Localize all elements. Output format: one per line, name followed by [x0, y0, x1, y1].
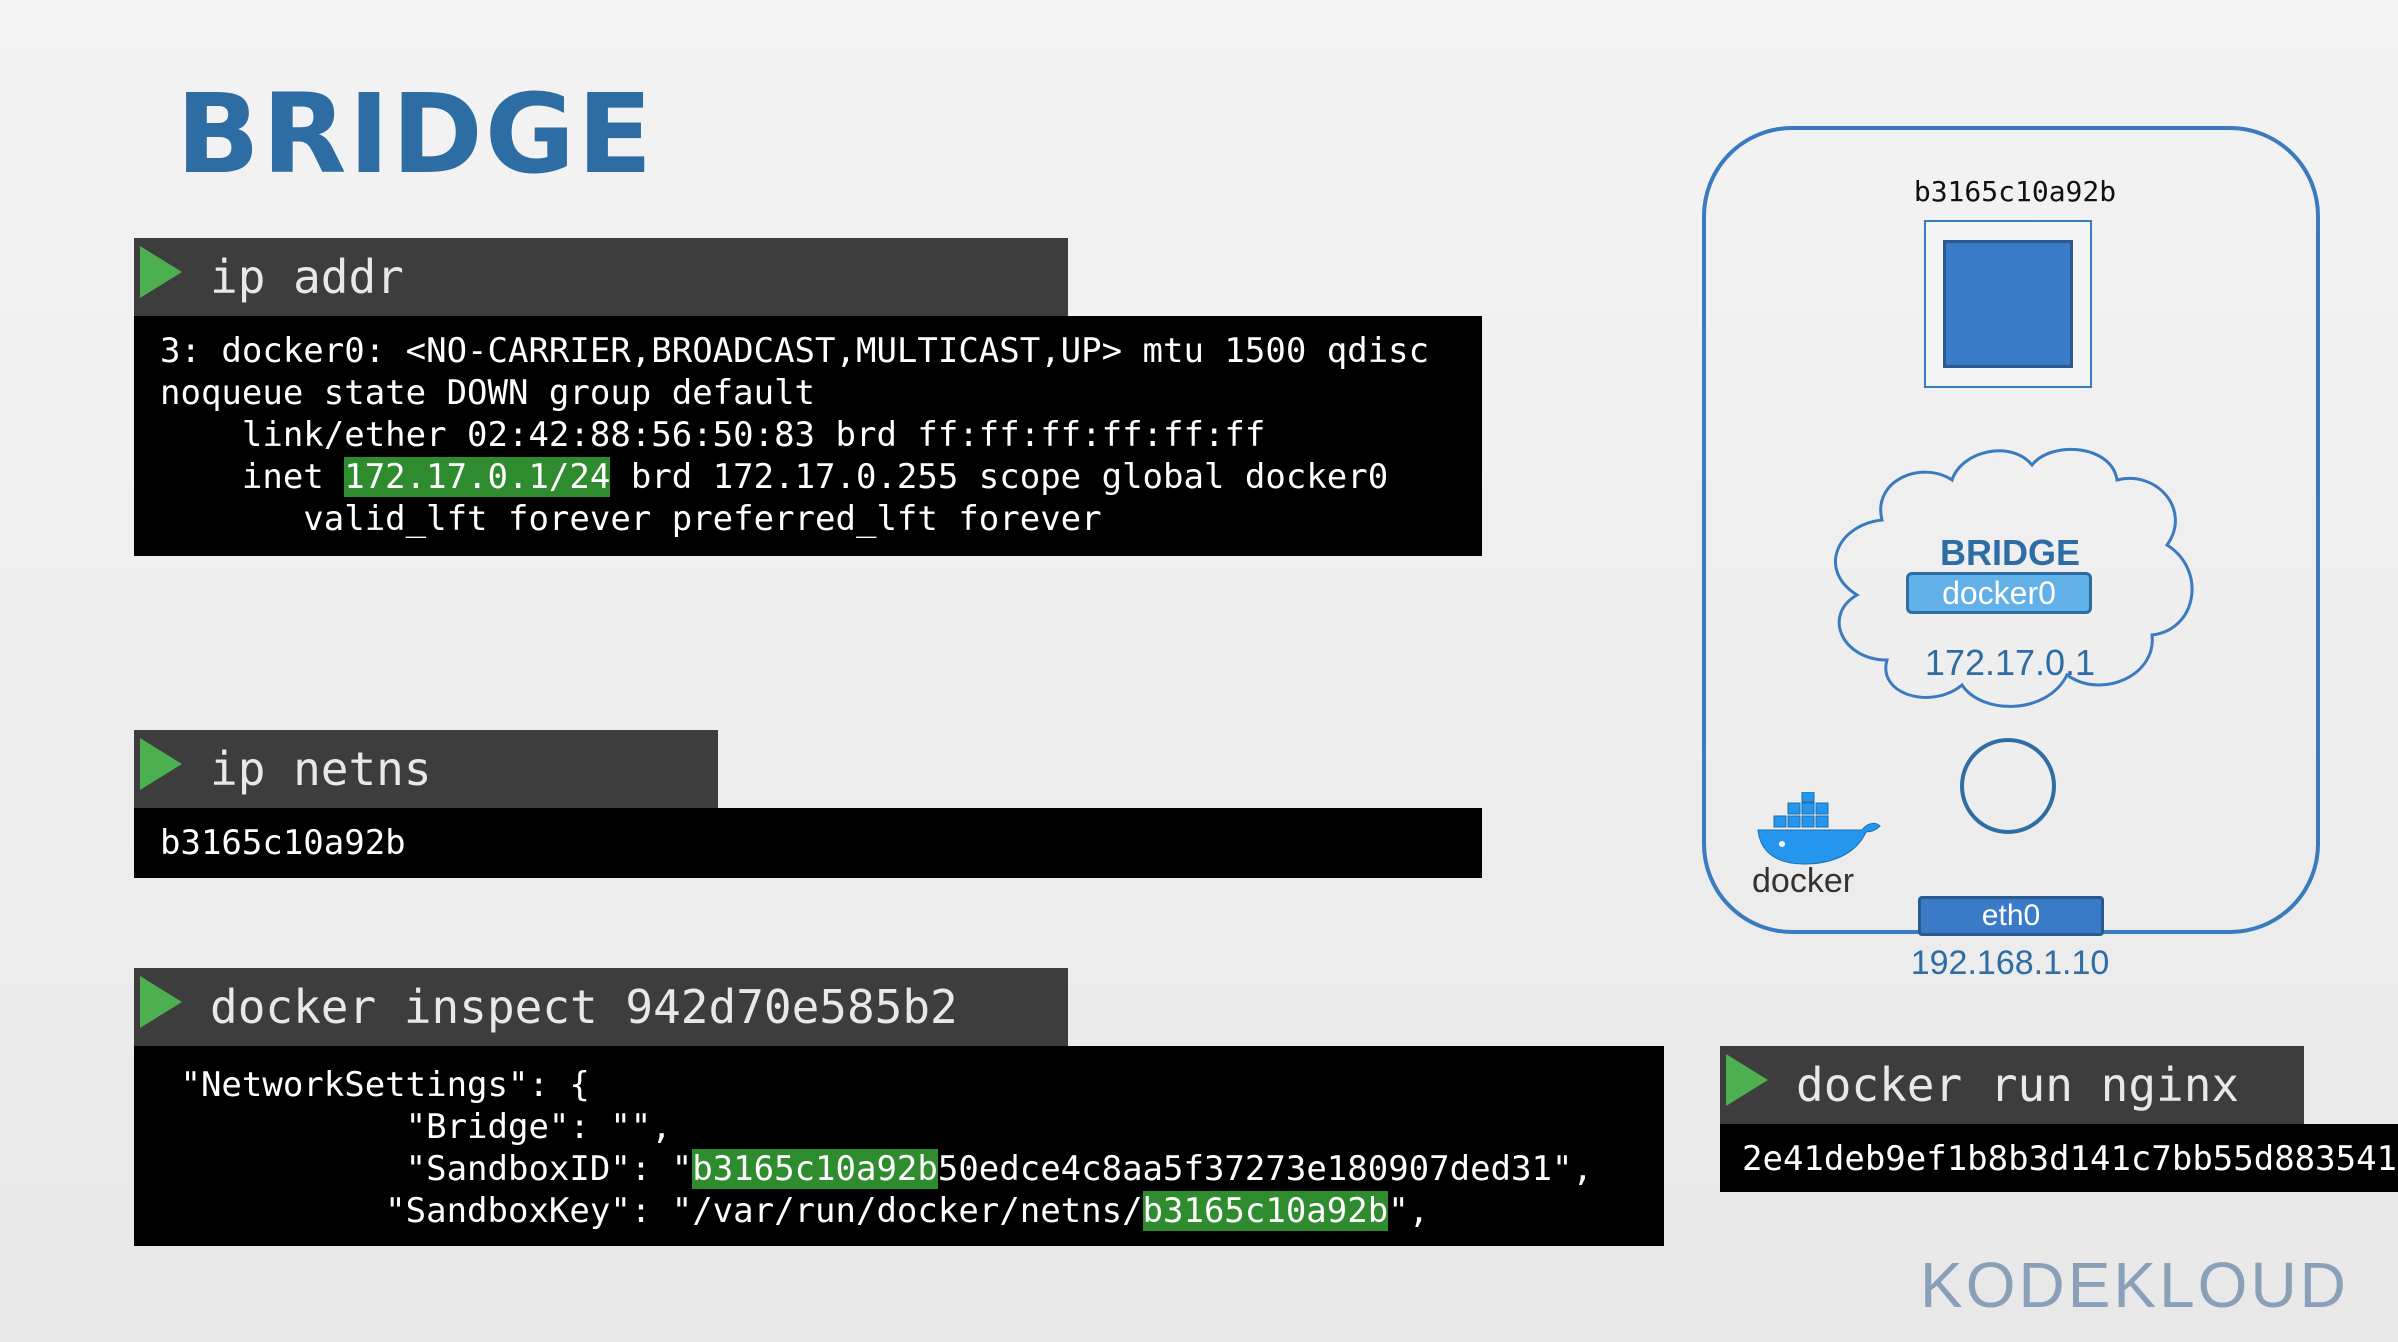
output-line: brd 172.17.0.255 scope global docker0: [610, 457, 1389, 497]
play-icon: [140, 976, 182, 1028]
command-text: ip addr: [210, 250, 404, 304]
command-text: docker inspect 942d70e585b2: [210, 980, 958, 1034]
output-line: link/ether 02:42:88:56:50:83 brd ff:ff:f…: [160, 415, 1266, 455]
play-icon: [140, 738, 182, 790]
terminal-output-docker-inspect: "NetworkSettings": { "Bridge": "", "Sand…: [134, 1046, 1664, 1246]
output-line: noqueue state DOWN group default: [160, 373, 816, 413]
highlighted-ip: 172.17.0.1/24: [344, 457, 611, 497]
highlighted-netns-id: b3165c10a92b: [692, 1149, 938, 1189]
output-line: b3165c10a92b: [160, 823, 406, 863]
output-line: 2e41deb9ef1b8b3d141c7bb55d883541b4: [1742, 1139, 2398, 1179]
namespace-label: b3165c10a92b: [1913, 175, 2117, 208]
highlighted-netns-id: b3165c10a92b: [1142, 1191, 1389, 1231]
kodekloud-logo: KODEKLOUD: [1920, 1249, 2349, 1321]
output-line: "SandboxID": ": [160, 1149, 693, 1189]
output-line: "NetworkSettings": {: [160, 1065, 590, 1105]
output-line: "SandboxKey": "/var/run/docker/netns/: [160, 1191, 1143, 1231]
command-header-docker-inspect: docker inspect 942d70e585b2: [134, 968, 1068, 1046]
eth0-interface: eth0: [1918, 896, 2104, 936]
slide-title: BRIDGE: [176, 70, 655, 198]
output-line: "Bridge": "",: [160, 1107, 672, 1147]
bridge-ip: 172.17.0.1: [1924, 642, 2096, 683]
terminal-output-docker-run: 2e41deb9ef1b8b3d141c7bb55d883541b4: [1720, 1124, 2398, 1192]
play-icon: [1726, 1054, 1768, 1106]
output-line: inet: [160, 457, 345, 497]
interface-circle-icon: [1960, 738, 2056, 834]
command-text: ip netns: [210, 742, 432, 796]
docker0-interface: docker0: [1906, 572, 2092, 614]
output-line: ",: [1388, 1191, 1430, 1231]
command-text: docker run nginx: [1796, 1058, 2240, 1112]
command-header-ip-addr: ip addr: [134, 238, 1068, 316]
output-line: valid_lft forever preferred_lft forever: [160, 499, 1102, 539]
host-ip: 192.168.1.10: [1910, 944, 2110, 982]
output-line: 3: docker0: <NO-CARRIER,BROADCAST,MULTIC…: [160, 331, 1430, 371]
play-icon: [140, 246, 182, 298]
terminal-output-ip-addr: 3: docker0: <NO-CARRIER,BROADCAST,MULTIC…: [134, 316, 1482, 556]
docker-whale-icon: [1757, 792, 1881, 865]
command-header-docker-run: docker run nginx: [1720, 1046, 2304, 1124]
bridge-label: BRIDGE: [1939, 532, 2080, 573]
namespace-container-fill: [1943, 240, 2073, 368]
output-line: 50edce4c8aa5f37273e180907ded31",: [937, 1149, 1593, 1189]
cloud-icon: [1834, 447, 2194, 708]
docker-wordmark: docker: [1752, 862, 1855, 900]
command-header-ip-netns: ip netns: [134, 730, 718, 808]
terminal-output-ip-netns: b3165c10a92b: [134, 808, 1482, 878]
